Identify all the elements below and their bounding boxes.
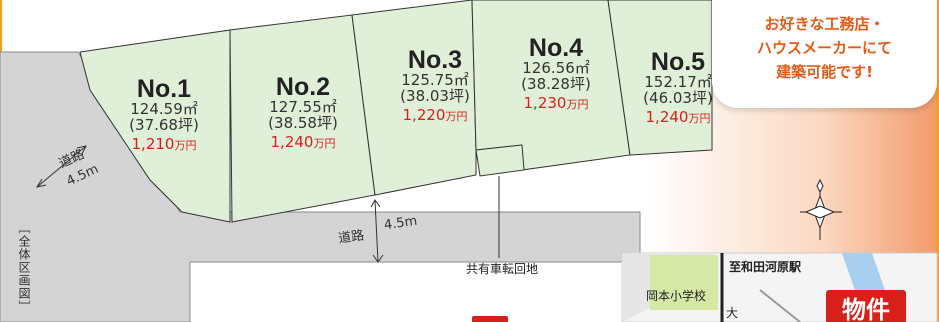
lot-2-label: No.2 127.55㎡ (38.58坪) 1,240万円 <box>243 74 363 151</box>
lot-5-area: 152.17㎡ <box>644 73 712 92</box>
left-road-dimension <box>36 145 87 188</box>
lot-1-price: 1,210万円 <box>131 134 197 153</box>
turnaround-shape <box>475 144 525 177</box>
callout-line-1: お好きな工務店・ <box>764 15 885 33</box>
lot-5-tsubo: (46.03坪) <box>643 89 713 107</box>
main-road-dimension <box>374 199 379 263</box>
lot-1-label: No.1 124.59㎡ (37.68坪) 1,210万円 <box>104 76 224 153</box>
lot-3-tsubo: (38.03坪) <box>400 87 470 105</box>
callout-box <box>712 0 937 108</box>
turnaround-label: 共有車転回地 <box>466 262 539 276</box>
school-area <box>650 255 718 310</box>
lot-4-tsubo: (38.28坪) <box>521 75 591 93</box>
lot-2-area: 127.55㎡ <box>269 98 337 117</box>
lot-2-price: 1,240万円 <box>270 132 336 151</box>
callout-line-3: 建築可能です! <box>776 63 873 81</box>
callout-text: お好きな工務店・ ハウスメーカーにて 建築可能です! <box>712 12 937 84</box>
compass-icon <box>800 178 842 240</box>
callout-line-2: ハウスメーカーにて <box>756 39 892 57</box>
lot-3-number: No.3 <box>407 46 463 74</box>
main-road-label: 道路 <box>337 228 366 247</box>
property-badge: 物件 <box>826 290 906 322</box>
lot-1-number: No.1 <box>136 75 192 103</box>
lot-1-area: 124.59㎡ <box>130 100 198 119</box>
map-partial-label: 大 <box>726 306 739 320</box>
lot-3-shape <box>351 0 477 196</box>
lot-2-tsubo: (38.58坪) <box>268 114 338 132</box>
lot-1-tsubo: (37.68坪) <box>129 116 199 134</box>
lot-3-price: 1,220万円 <box>402 105 468 124</box>
lot-2-number: No.2 <box>275 73 331 101</box>
lot-3-area: 125.75㎡ <box>401 71 469 90</box>
plan-title: ［全体区画図］ <box>17 222 31 313</box>
lot-4-area: 126.56㎡ <box>522 59 590 78</box>
lot-5-price: 1,240万円 <box>645 107 711 126</box>
lot-4-price: 1,230万円 <box>523 93 589 112</box>
marker-tab <box>472 316 508 322</box>
station-label: 至和田河原駅 <box>729 260 802 274</box>
lot-4-label: No.4 126.56㎡ (38.28坪) 1,230万円 <box>496 35 616 112</box>
lot-5-number: No.5 <box>650 48 706 76</box>
lot-5-shape <box>607 0 713 156</box>
lot-4-number: No.4 <box>528 34 584 62</box>
lot-5-label: No.5 152.17㎡ (46.03坪) 1,240万円 <box>618 49 738 126</box>
school-label: 岡本小学校 <box>646 289 707 303</box>
lot-3-label: No.3 125.75㎡ (38.03坪) 1,220万円 <box>375 47 495 124</box>
